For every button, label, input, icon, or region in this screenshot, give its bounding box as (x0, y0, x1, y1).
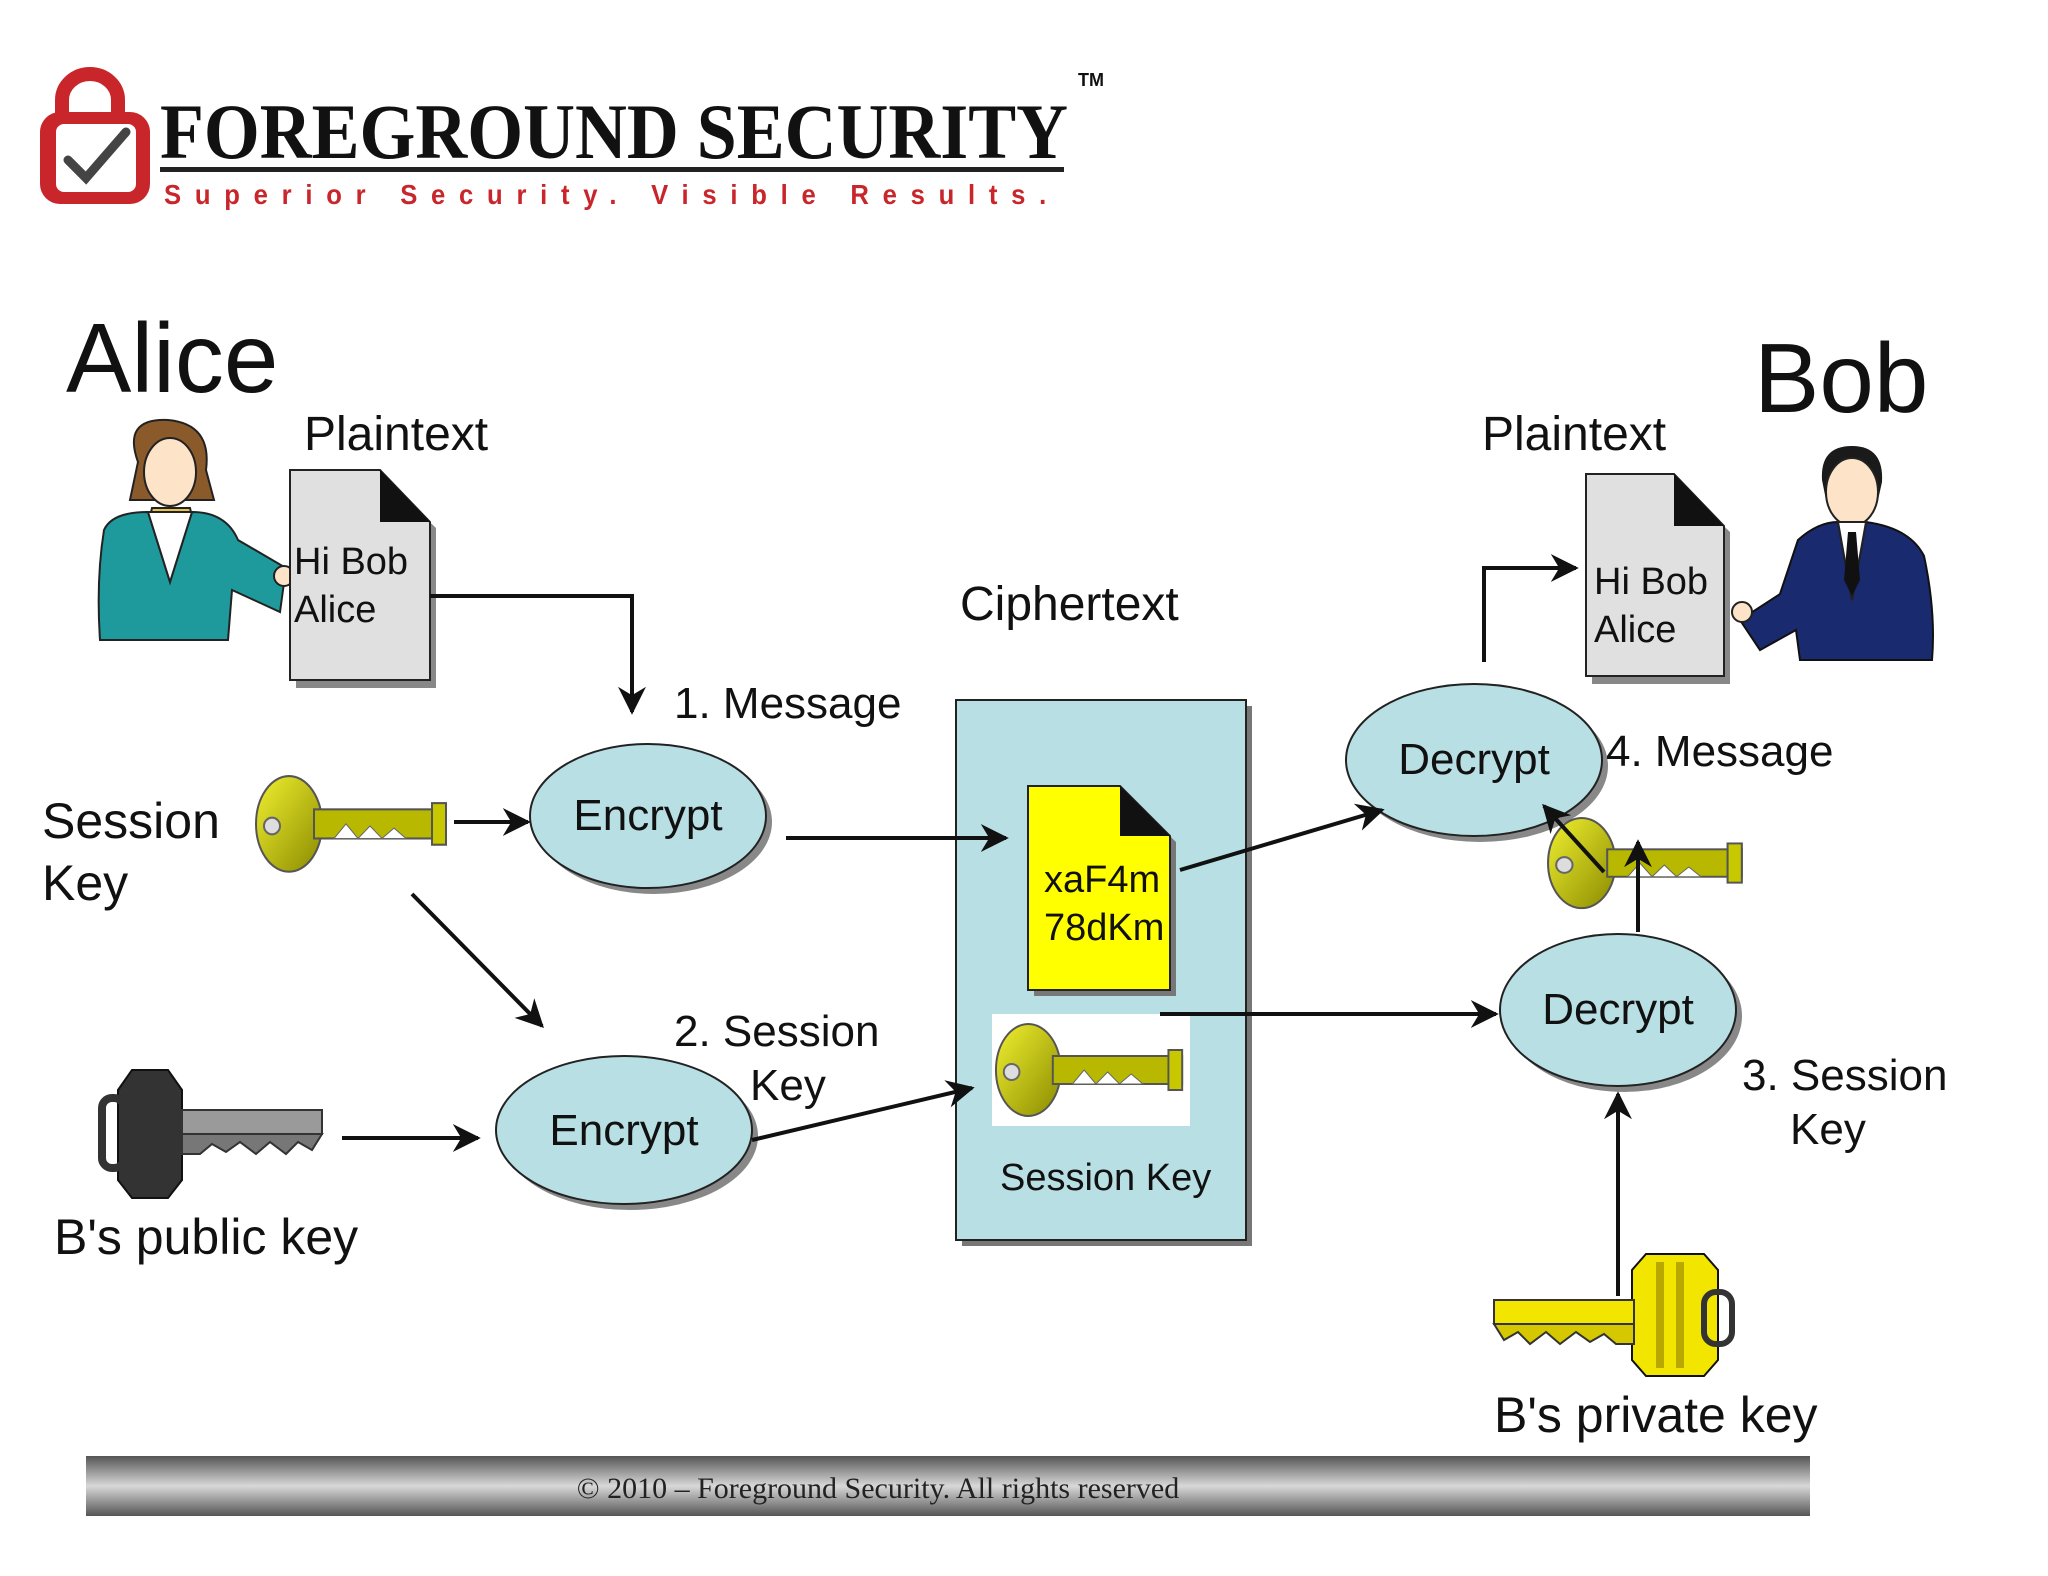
logo-trademark: TM (1078, 70, 1104, 90)
ciphertext-label: Ciphertext (960, 578, 1179, 631)
private-key-label: B's private key (1494, 1387, 1818, 1443)
company-logo: FOREGROUND SECURITY TM Superior Security… (40, 67, 1104, 210)
sender-name: Alice (66, 303, 278, 413)
plaintext-line1-right: Hi Bob (1594, 561, 1708, 603)
decrypt-message-label: Decrypt (1398, 735, 1550, 784)
step1-label: 1. Message (674, 679, 901, 728)
cipher-line1: xaF4m (1044, 859, 1160, 901)
footer-copyright: © 2010 – Foreground Security. All rights… (577, 1472, 1179, 1505)
session-key-label-line2: Key (42, 855, 128, 911)
private-key-icon (1492, 1253, 1735, 1377)
flow-arrows (342, 554, 1652, 1296)
logo-underline (160, 167, 1064, 172)
encrypt-key-label: Encrypt (549, 1106, 698, 1155)
public-key-icon (98, 1069, 324, 1199)
arrow-ciphertext-to-decrypt (1179, 803, 1385, 872)
session-key-label-line1: Session (42, 793, 220, 849)
plaintext-label-left: Plaintext (304, 408, 488, 461)
arrow-sessionkey-to-decrypt (1542, 803, 1606, 874)
step2-label-line1: 2. Session (674, 1007, 879, 1056)
encrypt-message-node: Encrypt (529, 743, 772, 894)
public-key-label: B's public key (54, 1209, 358, 1265)
ciphertext-document: xaF4m 78dKm (1027, 785, 1176, 996)
alice-person-icon (97, 418, 295, 641)
bob-person-icon (1731, 446, 1934, 661)
arrow-keyencrypt-to-cipherkey (751, 1080, 975, 1142)
encrypt-message-label: Encrypt (573, 791, 722, 840)
step2-label-line2: Key (750, 1061, 826, 1110)
encrypt-key-node: Encrypt (495, 1055, 758, 1210)
plaintext-document-left: Hi Bob Alice (289, 469, 436, 688)
receiver-name: Bob (1754, 323, 1928, 433)
session-key-icon (254, 775, 448, 873)
cipher-session-key-label: Session Key (1000, 1157, 1211, 1199)
plaintext-line1-left: Hi Bob (294, 541, 408, 583)
plaintext-line2-left: Alice (294, 589, 376, 631)
decrypt-message-node: Decrypt (1345, 683, 1608, 842)
step4-label: 4. Message (1606, 727, 1833, 776)
plaintext-label-right: Plaintext (1482, 408, 1666, 461)
decrypt-key-node: Decrypt (1499, 933, 1742, 1092)
logo-tagline: Superior Security. Visible Results. (164, 179, 1060, 210)
padlock-icon (40, 67, 150, 204)
step3-label-line1: 3. Session (1742, 1051, 1947, 1100)
footer-bar (86, 1456, 1810, 1516)
step3-label-line2: Key (1790, 1105, 1866, 1154)
recovered-session-key-icon (1547, 816, 1743, 910)
plaintext-document-right: Hi Bob Alice (1585, 473, 1730, 684)
cipher-line2: 78dKm (1044, 907, 1164, 949)
arrow-plaintext-to-encrypt (430, 594, 646, 715)
decrypt-key-label: Decrypt (1542, 985, 1694, 1034)
plaintext-line2-right: Alice (1594, 609, 1676, 651)
arrow-sessionkey-to-keyencrypt (410, 892, 544, 1028)
arrow-decrypt-to-plaintext (1482, 554, 1579, 662)
logo-name: FOREGROUND SECURITY (160, 88, 1068, 175)
